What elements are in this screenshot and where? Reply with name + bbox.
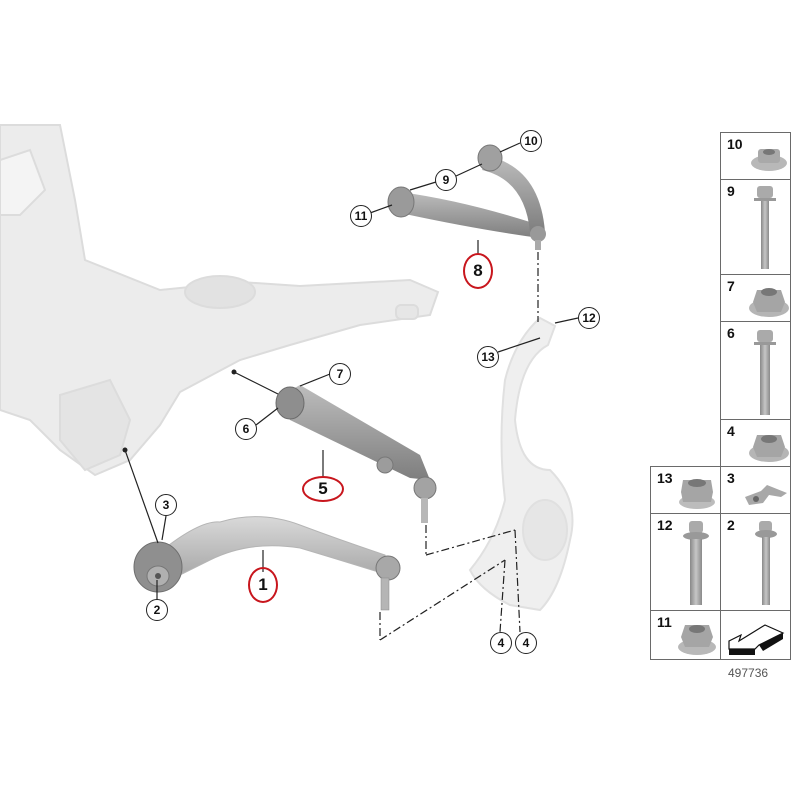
kit-cell-11[interactable]: 11 bbox=[650, 610, 721, 660]
kit-cell-3[interactable]: 3 bbox=[720, 466, 791, 514]
kit-cell-4[interactable]: 4 bbox=[720, 419, 791, 467]
hex-flange-nut-icon bbox=[749, 435, 789, 462]
kit-cell-arrow[interactable] bbox=[720, 610, 791, 660]
hex-bolt-icon bbox=[755, 521, 777, 605]
hex-flange-nut-icon bbox=[678, 625, 716, 655]
callout-10[interactable]: 10 bbox=[520, 130, 542, 152]
kit-cell-12[interactable]: 12 bbox=[650, 513, 721, 611]
hex-bolt-icon bbox=[683, 521, 709, 605]
upper-wishbone bbox=[387, 144, 546, 250]
hex-flange-nut-icon bbox=[749, 288, 789, 317]
callout-1[interactable]: 1 bbox=[248, 567, 278, 603]
subframe bbox=[0, 124, 440, 477]
callout-4-right[interactable]: 4 bbox=[515, 632, 537, 654]
steering-knuckle bbox=[468, 316, 574, 612]
direction-arrow-icon bbox=[728, 624, 785, 655]
flange-nut-plate-icon bbox=[751, 149, 787, 171]
callout-6[interactable]: 6 bbox=[235, 418, 257, 440]
hex-bolt-icon bbox=[754, 330, 776, 415]
bracket-clip-icon bbox=[745, 485, 787, 505]
kit-cell-13[interactable]: 13 bbox=[650, 466, 721, 514]
long-bolt-icon bbox=[754, 186, 776, 269]
kit-cell-7[interactable]: 7 bbox=[720, 274, 791, 322]
callout-8[interactable]: 8 bbox=[463, 253, 493, 289]
dash-dot-lines bbox=[379, 252, 539, 641]
tension-strut bbox=[275, 385, 437, 523]
kit-cell-10[interactable]: 10 bbox=[720, 132, 791, 180]
callout-5[interactable]: 5 bbox=[302, 476, 344, 502]
callout-13[interactable]: 13 bbox=[477, 346, 499, 368]
callout-4-left[interactable]: 4 bbox=[490, 632, 512, 654]
kit-cell-6[interactable]: 6 bbox=[720, 321, 791, 420]
hex-flange-nut-icon bbox=[679, 479, 715, 509]
callout-12[interactable]: 12 bbox=[578, 307, 600, 329]
diagram-reference-number: 497736 bbox=[728, 666, 769, 680]
callout-3[interactable]: 3 bbox=[155, 494, 177, 516]
kit-cell-9[interactable]: 9 bbox=[720, 179, 791, 275]
leader-lines bbox=[124, 142, 579, 600]
kit-cell-2[interactable]: 2 bbox=[720, 513, 791, 611]
lower-wishbone bbox=[133, 516, 401, 611]
callout-9[interactable]: 9 bbox=[435, 169, 457, 191]
callout-7[interactable]: 7 bbox=[329, 363, 351, 385]
callout-2[interactable]: 2 bbox=[146, 599, 168, 621]
callout-11[interactable]: 11 bbox=[350, 205, 372, 227]
